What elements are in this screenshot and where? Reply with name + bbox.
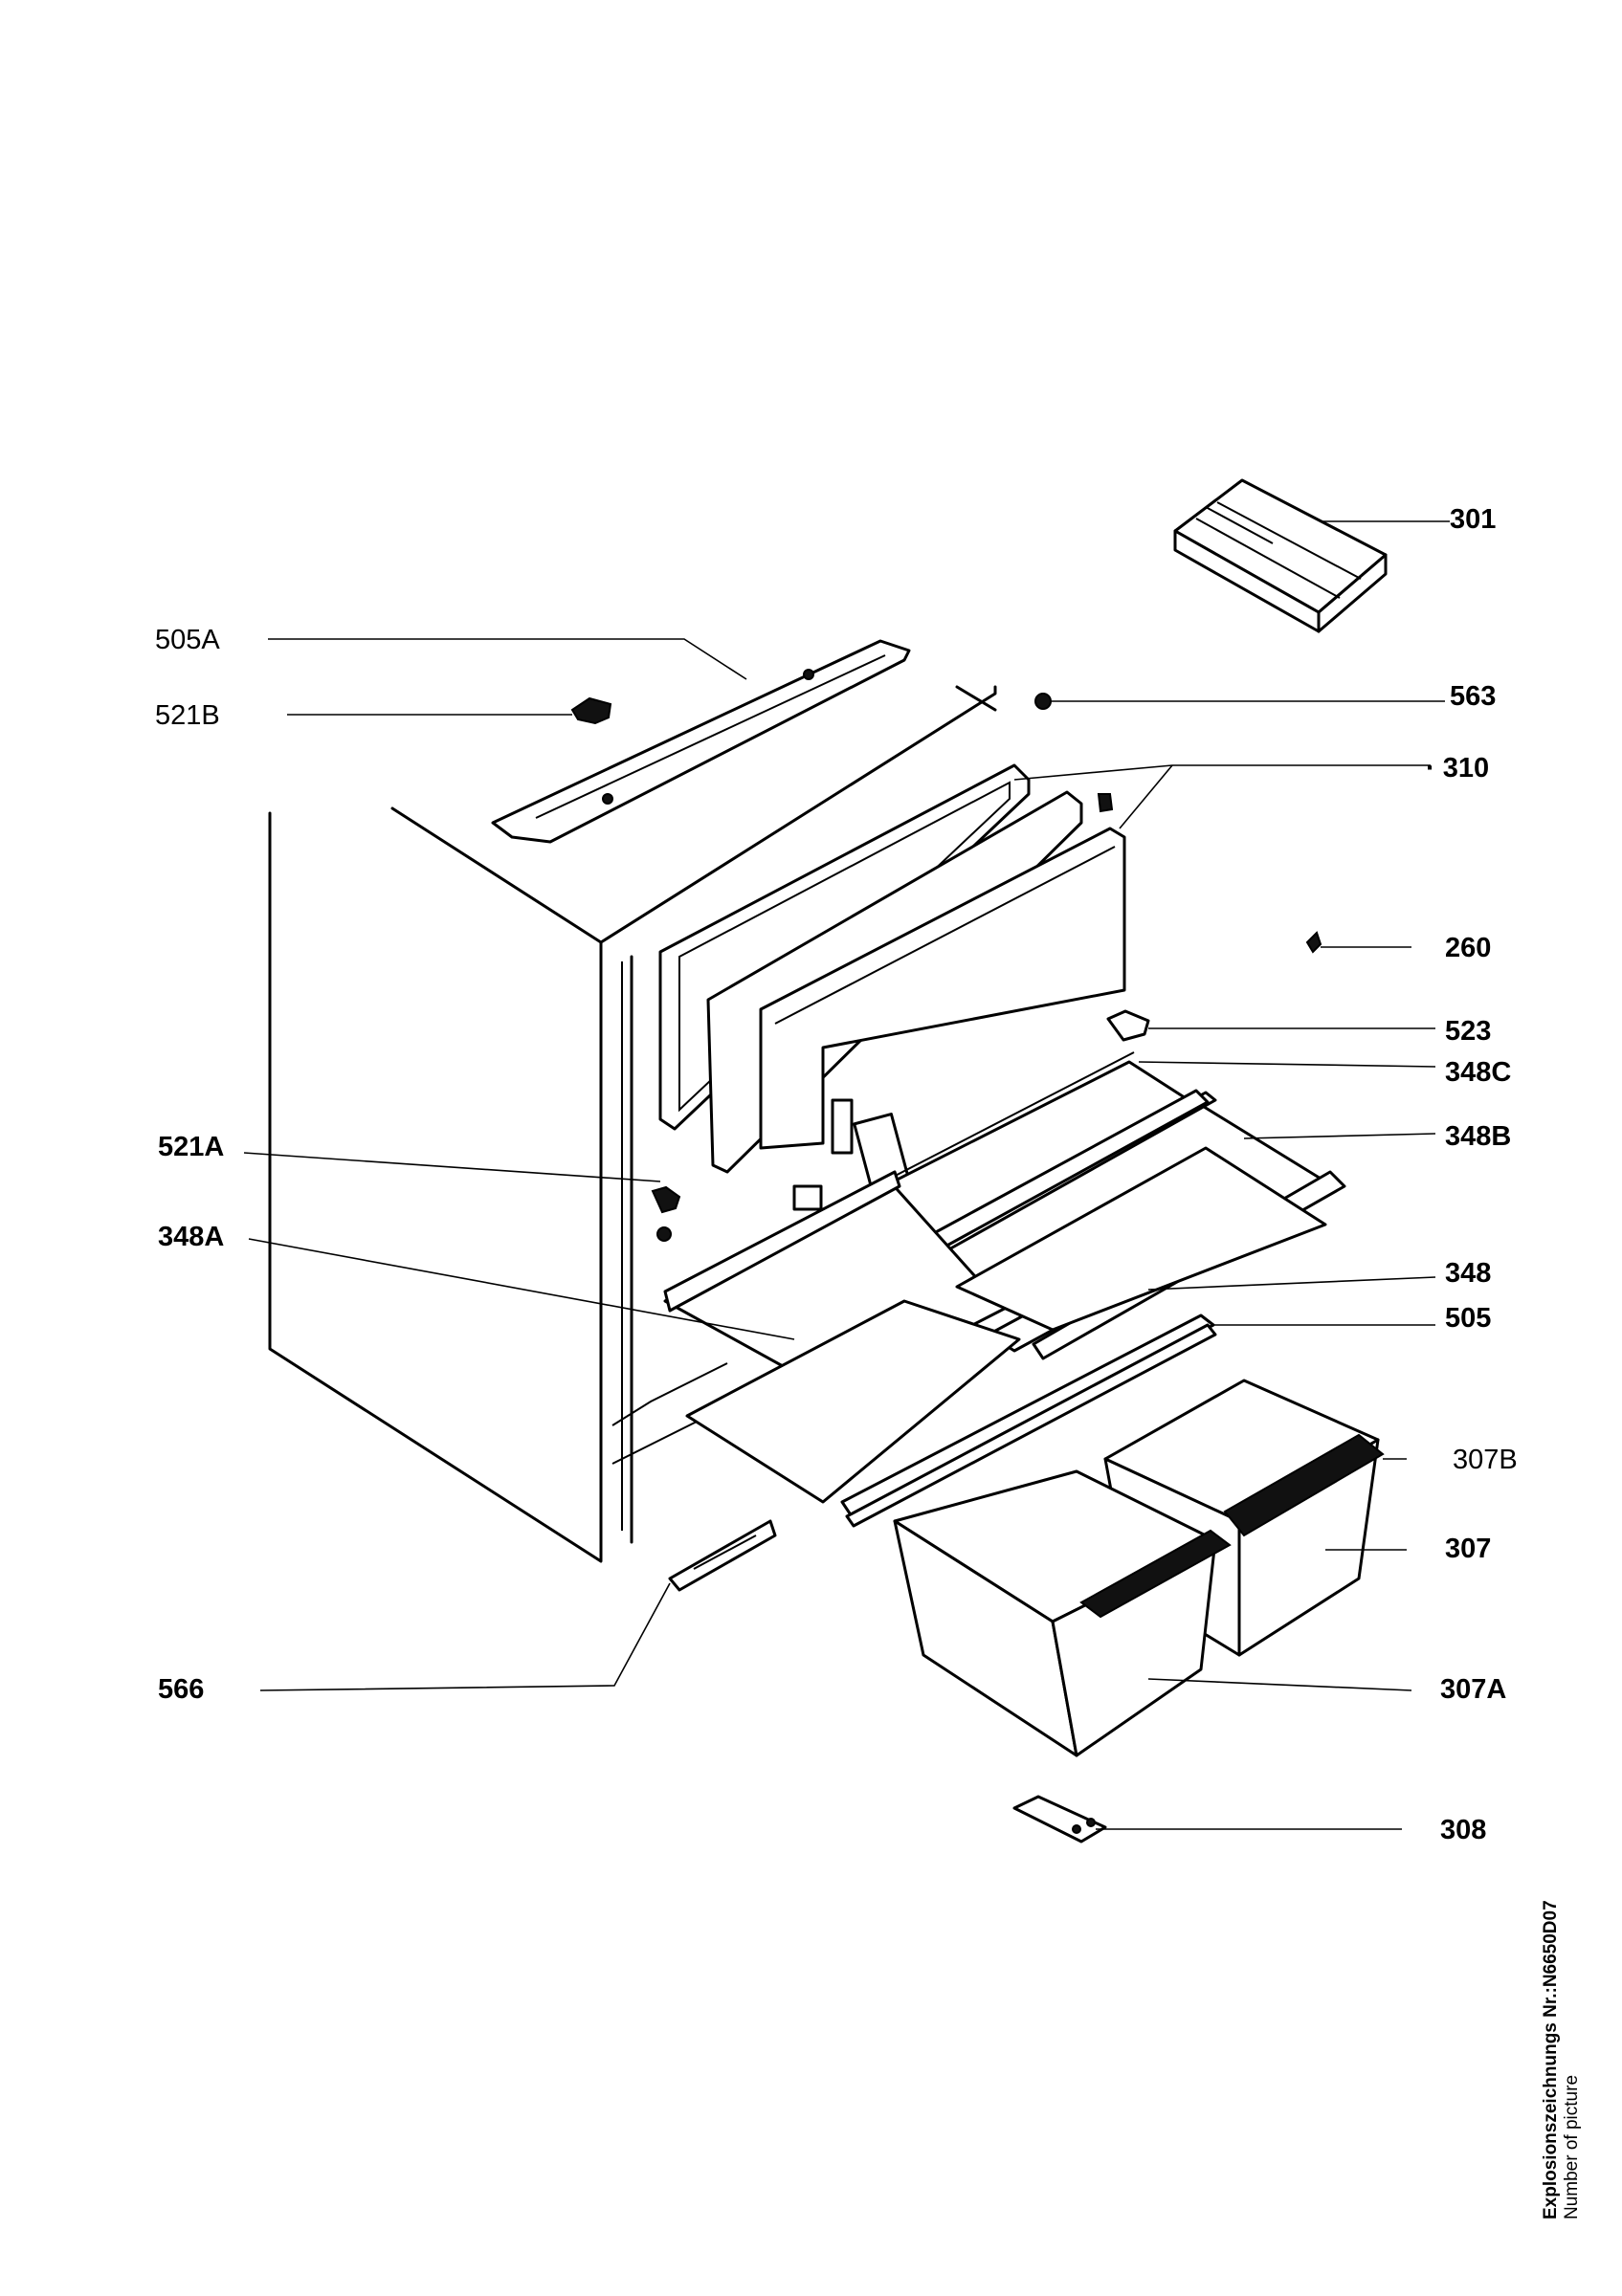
bracket-566 <box>668 1519 777 1592</box>
clip-260 <box>1305 931 1322 954</box>
bracket-308 <box>1012 1795 1107 1843</box>
cabinet-body <box>268 685 997 1563</box>
part-label-308: 308 <box>1440 1815 1487 1845</box>
drawing-number: Explosionszeichnungs Nr.:N6650D07 <box>1541 1900 1561 2219</box>
part-label-521A: 521A <box>158 1132 225 1162</box>
drawing-number-note: Explosionszeichnungs Nr.:N6650D07 Number… <box>1541 1645 1598 2219</box>
part-label-505: 505 <box>1445 1303 1492 1334</box>
part-label-348A: 348A <box>158 1222 225 1252</box>
clip-521A <box>651 1185 681 1242</box>
part-label-521B: 521B <box>155 700 220 731</box>
clip-523 <box>1106 1009 1150 1042</box>
clip-521B <box>570 696 612 725</box>
part-label-301: 301 <box>1450 504 1497 535</box>
screw-563 <box>1034 693 1052 710</box>
part-label-310: · 310 <box>1426 753 1490 784</box>
ice-tray-301 <box>1173 478 1388 633</box>
part-label-348B: 348B <box>1445 1121 1512 1152</box>
part-label-563: 563 <box>1450 681 1497 712</box>
glass-plate <box>685 1299 1021 1504</box>
part-label-260: 260 <box>1445 933 1492 963</box>
door-frame-310 <box>658 763 1126 1174</box>
leader-lines <box>243 520 1450 1830</box>
part-label-348: 348 <box>1445 1258 1492 1289</box>
shelf-348 <box>955 1146 1327 1332</box>
part-label-307: 307 <box>1445 1534 1492 1564</box>
drawer-307A <box>893 1469 1232 1757</box>
part-label-348C: 348C <box>1445 1057 1512 1088</box>
top-rail-505A <box>491 639 911 844</box>
drawing-number-caption: Number of picture <box>1562 2074 1582 2219</box>
part-label-523: 523 <box>1445 1016 1492 1047</box>
part-label-307A: 307A <box>1440 1674 1507 1705</box>
part-label-505A: 505A <box>155 625 220 655</box>
part-label-566: 566 <box>158 1674 205 1705</box>
part-label-307B: 307B <box>1453 1445 1518 1475</box>
